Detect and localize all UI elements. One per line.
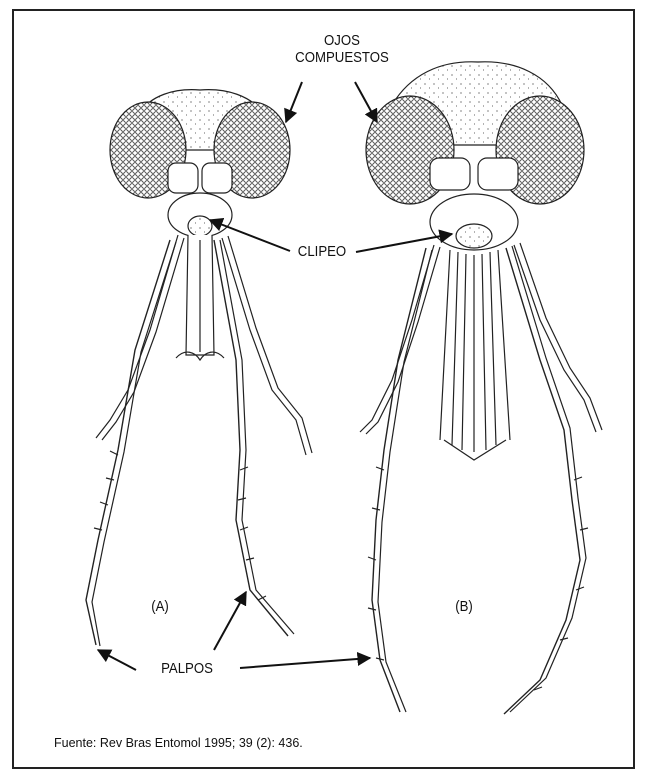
arrow-ojos-a: [286, 82, 302, 122]
arrow-palpos-a1: [98, 650, 136, 670]
arrow-ojos-b: [355, 82, 377, 122]
arrow-clipeo-a: [210, 220, 290, 251]
specimen-b-drawing: [360, 62, 602, 714]
ojos-label-line2: COMPUESTOS: [289, 49, 395, 66]
arrow-palpos-a2: [214, 592, 246, 650]
clipeo-label: CLIPEO: [289, 243, 356, 260]
specimen-b-label: (B): [446, 598, 481, 615]
palpos-label: PALPOS: [139, 660, 236, 677]
source-citation: Fuente: Rev Bras Entomol 1995; 39 (2): 4…: [54, 736, 303, 750]
arrow-clipeo-b: [356, 234, 452, 252]
ojos-compuestos-label: OJOS COMPUESTOS: [289, 32, 395, 67]
specimen-a-drawing: [86, 90, 312, 646]
specimen-a-label: (A): [142, 598, 177, 615]
ojos-label-line1: OJOS: [289, 32, 395, 49]
arrow-palpos-b: [240, 658, 370, 668]
